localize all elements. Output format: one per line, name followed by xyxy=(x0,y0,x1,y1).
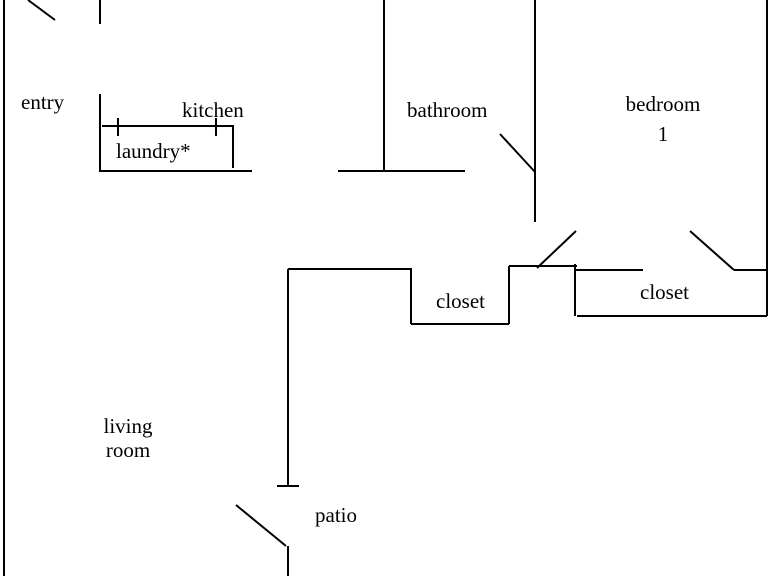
room-label-laundry: laundry* xyxy=(116,139,191,163)
bedroom-door-swing-left xyxy=(536,230,577,269)
room-label-bedroom: bedroom 1 xyxy=(612,92,714,146)
room-label-closet-center: closet xyxy=(436,289,485,313)
room-label-living-line1: living xyxy=(103,414,153,438)
room-label-kitchen: kitchen xyxy=(182,98,244,122)
room-label-living-room: living room xyxy=(92,414,164,462)
patio-door-swing xyxy=(235,504,287,547)
room-label-entry: entry xyxy=(21,90,65,114)
room-label-bedroom-number: 1 xyxy=(657,122,669,146)
bathroom-door-swing xyxy=(499,133,536,173)
room-label-bedroom-name: bedroom xyxy=(625,92,701,116)
entry-door-swing xyxy=(27,0,56,21)
room-label-bathroom: bathroom xyxy=(407,98,488,122)
room-label-patio: patio xyxy=(315,503,357,527)
bedroom-door-swing-right xyxy=(689,230,735,271)
room-label-closet-right: closet xyxy=(640,280,689,304)
room-label-living-line2: room xyxy=(105,438,151,462)
